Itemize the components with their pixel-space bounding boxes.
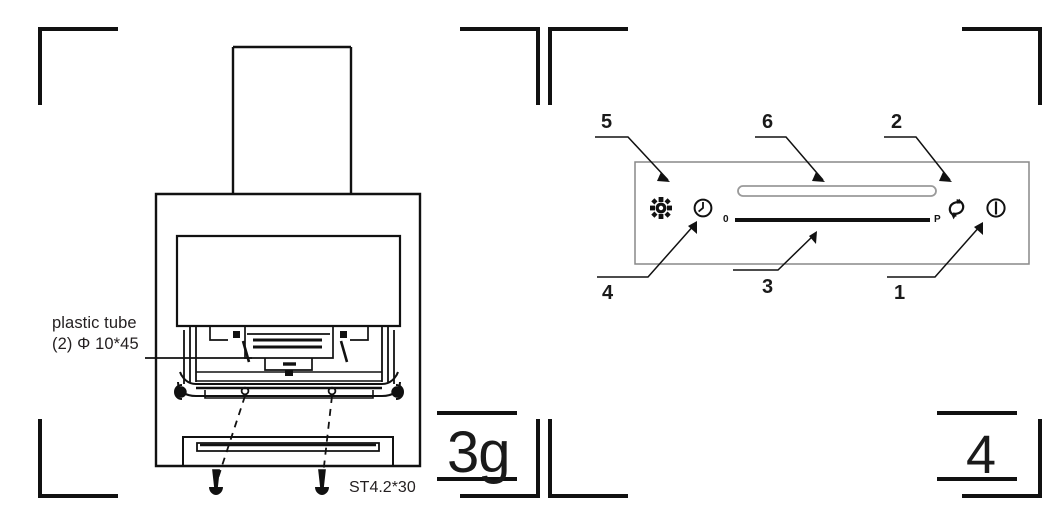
hood-latch-left (240, 386, 250, 396)
hood-side-rails (183, 327, 395, 384)
crop-mark-r-br-h3 (962, 494, 1042, 498)
plastic-tube-label-line2: (2) Φ 10*45 (52, 335, 139, 353)
fan-icon (948, 198, 965, 220)
hood-chimney (231, 45, 353, 194)
hood-base-drawer (182, 436, 394, 467)
crop-mark-r-tl-h (548, 27, 628, 31)
screw-spec-label: ST4.2*30 (349, 479, 416, 496)
timer-icon (693, 198, 713, 218)
crop-mark-br-h (437, 411, 517, 415)
light-icon-center (658, 205, 664, 211)
slider-min-label: 0 (723, 214, 729, 225)
screw-dashed-lines (215, 395, 333, 485)
hood-bottom-rim (173, 384, 405, 400)
crop-mark-r-br-h (937, 411, 1017, 415)
crop-mark-r-tr-v (1038, 27, 1042, 105)
callout-number-1: 1 (894, 282, 906, 304)
crop-mark-br-h2 (437, 477, 517, 481)
crop-mark-bl-h (38, 494, 118, 498)
slider-max-label: P (934, 214, 941, 225)
crop-mark-br-v (536, 419, 540, 498)
control-panel-frame (634, 161, 1030, 265)
power-icon (986, 198, 1006, 218)
panel-display-bar (737, 185, 937, 197)
crop-mark-tl-h (38, 27, 118, 31)
callout-number-6: 6 (762, 111, 774, 133)
screw-left (209, 469, 223, 495)
page-number-left: 3g (447, 420, 511, 485)
crop-mark-tl-v (38, 27, 42, 105)
crop-mark-r-bl-h (548, 494, 628, 498)
crop-mark-tr-h (460, 27, 540, 31)
plastic-tube-label-line1: plastic tube (52, 314, 137, 332)
crop-mark-r-tr-h (962, 27, 1042, 31)
callout-number-5: 5 (601, 111, 613, 133)
callout-number-3: 3 (762, 276, 774, 298)
crop-mark-bl-v (38, 419, 42, 498)
hood-rim-screw-left (175, 386, 187, 398)
crop-mark-br-h3 (460, 494, 540, 498)
crop-mark-r-br-h2 (937, 477, 1017, 481)
crop-mark-tr-v (536, 27, 540, 105)
crop-mark-r-bl-v (548, 419, 552, 498)
callout-leaders (595, 136, 983, 278)
callout-number-4: 4 (602, 282, 614, 304)
hood-latch-right (327, 386, 337, 396)
crop-mark-r-br-v (1038, 419, 1042, 498)
crop-mark-r-tl-v (548, 27, 552, 105)
page-number-right: 4 (966, 425, 997, 485)
callout-number-2: 2 (891, 111, 903, 133)
hood-body (154, 192, 422, 468)
hood-rim-screw-right (391, 386, 403, 398)
screw-right (315, 469, 329, 495)
hood-canopy-panel (175, 234, 402, 328)
hood-motor-assembly (209, 327, 369, 376)
